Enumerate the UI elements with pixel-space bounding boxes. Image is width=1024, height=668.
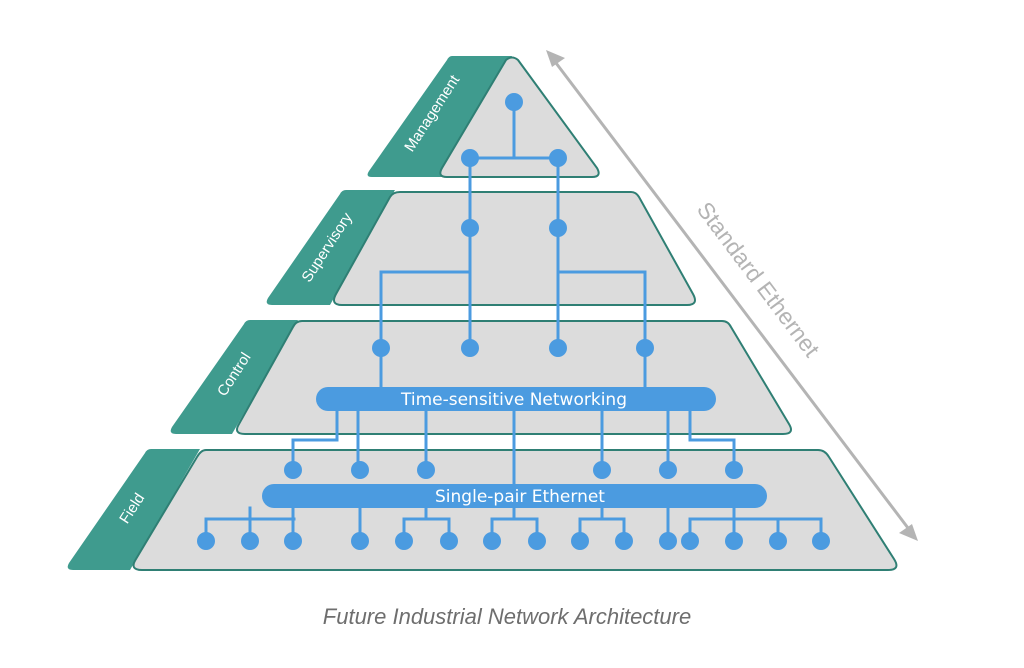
node (725, 532, 743, 550)
tsn-bus (316, 387, 716, 411)
network-links (204, 100, 823, 543)
tsn-bus-label: Time-sensitive Networking (400, 390, 627, 410)
node (395, 532, 413, 550)
node (549, 219, 567, 237)
node (528, 532, 546, 550)
node (615, 532, 633, 550)
node (549, 149, 567, 167)
node (505, 93, 523, 111)
supervisory-panel (333, 191, 696, 306)
spe-bus-label: Single-pair Ethernet (435, 487, 605, 507)
node (417, 461, 435, 479)
diagram-caption: Future Industrial Network Architecture (323, 604, 691, 629)
node (483, 532, 501, 550)
node (593, 461, 611, 479)
spe-bus (262, 484, 767, 508)
node (351, 532, 369, 550)
arrow-head-top-icon (546, 50, 565, 67)
node (241, 532, 259, 550)
arrow-head-bottom-icon (899, 524, 918, 541)
node (681, 532, 699, 550)
control-tab (170, 320, 298, 434)
network-nodes (197, 93, 830, 550)
node (812, 532, 830, 550)
standard-ethernet-arrow (546, 50, 918, 541)
node (659, 532, 677, 550)
management-tab (367, 56, 512, 177)
node (659, 461, 677, 479)
node (351, 461, 369, 479)
node (284, 532, 302, 550)
node (636, 339, 654, 357)
node (197, 532, 215, 550)
node (461, 219, 479, 237)
field-tab (67, 449, 201, 570)
node (372, 339, 390, 357)
tier-tabs (67, 56, 512, 570)
node (769, 532, 787, 550)
node (571, 532, 589, 550)
buses: Time-sensitive Networking Single-pair Et… (262, 387, 767, 508)
management-panel (439, 56, 600, 178)
node (440, 532, 458, 550)
node (461, 149, 479, 167)
node (461, 339, 479, 357)
node (725, 461, 743, 479)
node (549, 339, 567, 357)
node (284, 461, 302, 479)
supervisory-tab (266, 190, 395, 305)
